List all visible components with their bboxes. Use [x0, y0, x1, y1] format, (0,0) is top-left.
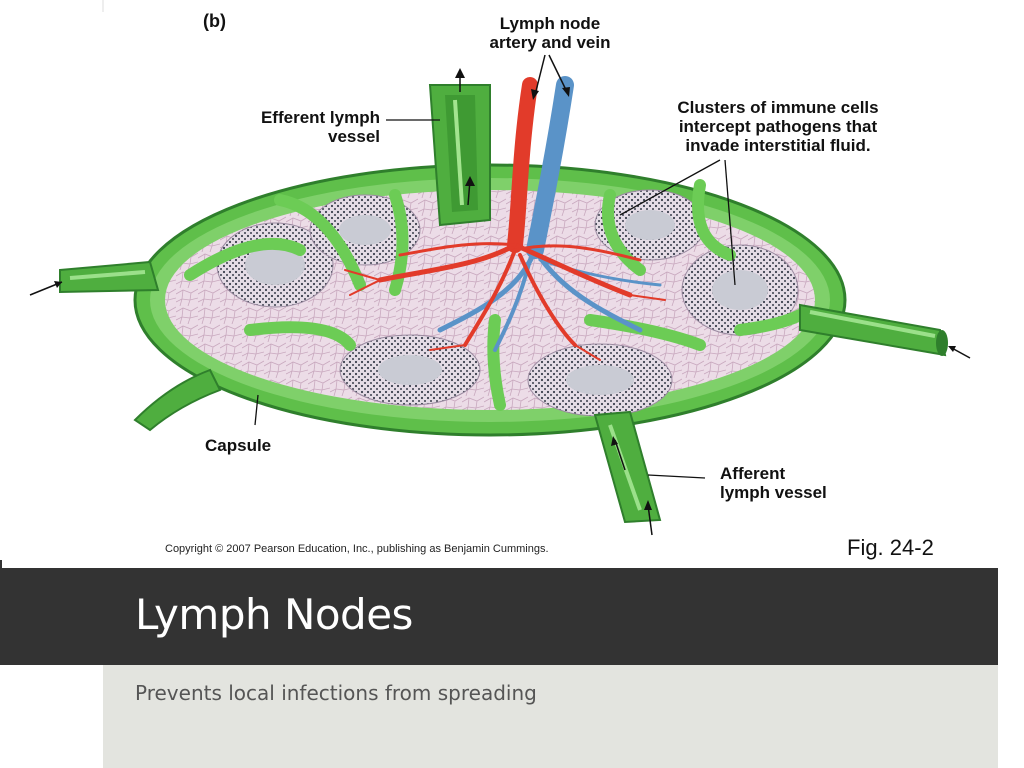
- lower-left-vessel: [133, 368, 222, 432]
- afferent-label-line1: Afferent: [720, 464, 786, 483]
- afferent-vessel-label: Afferent lymph vessel: [720, 464, 827, 502]
- right-lymph-vessel: [799, 303, 971, 359]
- panel-label: (b): [203, 11, 226, 31]
- copyright-text: Copyright © 2007 Pearson Education, Inc.…: [165, 543, 549, 555]
- clusters-label-line1: Clusters of immune cells: [677, 98, 879, 117]
- lymph-node-artery: [344, 77, 666, 361]
- trabeculae: [184, 179, 806, 411]
- slide-title-bar: Lymph Nodes: [0, 568, 998, 665]
- efferent-label-line1: Efferent lymph: [260, 108, 380, 127]
- lymph-node-diagram: [29, 0, 971, 536]
- efferent-lymph-vessel: [428, 68, 491, 227]
- slide-body-panel: Prevents local infections from spreading: [103, 665, 998, 768]
- artery-vein-label-line2: artery and vein: [489, 33, 611, 52]
- lymphoid-follicles: [216, 189, 799, 417]
- lymph-node-vein: [437, 76, 662, 352]
- efferent-label-line2: vessel: [328, 127, 380, 146]
- efferent-vessel-label: Efferent lymph vessel: [150, 108, 380, 146]
- left-lymph-vessel: [29, 260, 160, 296]
- slide-subtitle: Prevents local infections from spreading: [135, 681, 537, 705]
- artery-vein-label: Lymph node artery and vein: [440, 14, 660, 52]
- artery-vein-label-line1: Lymph node: [499, 14, 601, 33]
- clusters-label: Clusters of immune cells intercept patho…: [588, 98, 968, 155]
- afferent-label-line2: lymph vessel: [720, 483, 827, 502]
- slide-title: Lymph Nodes: [135, 590, 413, 639]
- clusters-label-line2: intercept pathogens that: [678, 117, 878, 136]
- leader-lines: [254, 119, 736, 479]
- afferent-lymph-vessel: [593, 410, 662, 536]
- clusters-label-line3: invade interstitial fluid.: [685, 136, 871, 155]
- blood-flow-arrows: [531, 54, 570, 100]
- lymph-node-figure: (b) Lymph node artery and vein Efferent …: [29, 0, 971, 560]
- capsule-label: Capsule: [205, 436, 272, 455]
- left-rule: [0, 560, 2, 570]
- figure-reference: Fig. 24-2: [847, 535, 934, 560]
